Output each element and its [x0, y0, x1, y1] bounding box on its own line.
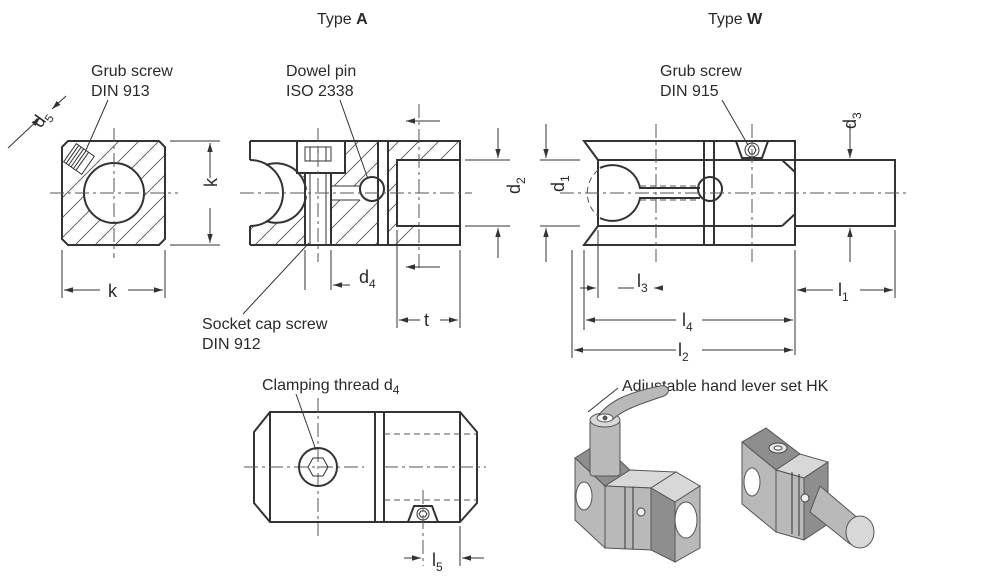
side-view-outline	[61, 140, 166, 246]
dowel-pin-w	[697, 176, 723, 202]
grub-screw-913-section	[62, 142, 96, 176]
dim-d3: d3	[840, 112, 864, 262]
dim-l3: l3	[580, 230, 663, 298]
svg-text:l4: l4	[682, 310, 693, 334]
svg-text:d1: d1	[548, 175, 572, 192]
svg-text:k: k	[108, 281, 118, 301]
top-view	[244, 398, 486, 566]
dim-l2: l2	[571, 250, 793, 364]
callout-grub-screw-913: Grub screw DIN 913	[85, 63, 173, 151]
type-a-section	[240, 104, 472, 270]
svg-text:l3: l3	[637, 271, 648, 295]
svg-text:DIN 915: DIN 915	[660, 83, 719, 100]
svg-text:Socket cap screw: Socket cap screw	[202, 316, 328, 333]
type-a-title: Type A	[317, 11, 368, 28]
svg-text:Clamping thread d4: Clamping thread d4	[262, 377, 400, 397]
dim-d1: d1	[540, 124, 580, 262]
section-marker-a	[406, 118, 440, 270]
svg-text:d4: d4	[359, 267, 376, 291]
svg-text:d2: d2	[504, 177, 528, 194]
dowel-pin-a	[359, 176, 385, 202]
callout-socket-cap-screw: Socket cap screw DIN 912	[202, 242, 328, 353]
type-w-title: Type W	[708, 11, 763, 28]
svg-text:l2: l2	[678, 340, 689, 364]
svg-text:ISO 2338: ISO 2338	[286, 83, 354, 100]
svg-text:DIN 913: DIN 913	[91, 83, 150, 100]
svg-text:d5: d5	[28, 106, 57, 134]
svg-text:Grub screw: Grub screw	[91, 63, 173, 80]
callout-dowel-pin: Dowel pin ISO 2338	[286, 63, 369, 180]
dim-k-vertical: k	[170, 140, 221, 246]
dim-d2: d2	[465, 128, 528, 258]
dim-l5: l5	[404, 526, 484, 574]
svg-text:k: k	[201, 177, 221, 187]
dim-l4: l4	[583, 250, 793, 334]
svg-text:DIN 912: DIN 912	[202, 336, 261, 353]
clamping-screw-head	[298, 447, 338, 487]
iso-type-w	[741, 427, 875, 549]
callout-clamping-thread: Clamping thread d4	[262, 377, 400, 451]
svg-text:l1: l1	[838, 280, 849, 304]
side-view	[50, 128, 178, 258]
svg-text:Dowel pin: Dowel pin	[286, 63, 356, 80]
callout-grub-screw-915: Grub screw DIN 915	[660, 63, 749, 146]
iso-type-a-with-lever	[574, 385, 701, 563]
svg-text:Grub screw: Grub screw	[660, 63, 742, 80]
type-w-section	[560, 124, 910, 262]
dim-d5: d5	[7, 95, 67, 149]
svg-text:Adjustable hand lever set HK: Adjustable hand lever set HK	[622, 378, 829, 395]
svg-text:l5: l5	[432, 550, 443, 574]
dim-k-horizontal: k	[61, 250, 166, 301]
dim-l1: l1	[794, 230, 896, 355]
svg-text:d3: d3	[840, 112, 864, 129]
callout-hand-lever: Adjustable hand lever set HK	[587, 378, 829, 413]
dim-t: t	[396, 230, 461, 330]
svg-text:t: t	[424, 310, 429, 330]
dim-d4: d4	[304, 250, 376, 291]
